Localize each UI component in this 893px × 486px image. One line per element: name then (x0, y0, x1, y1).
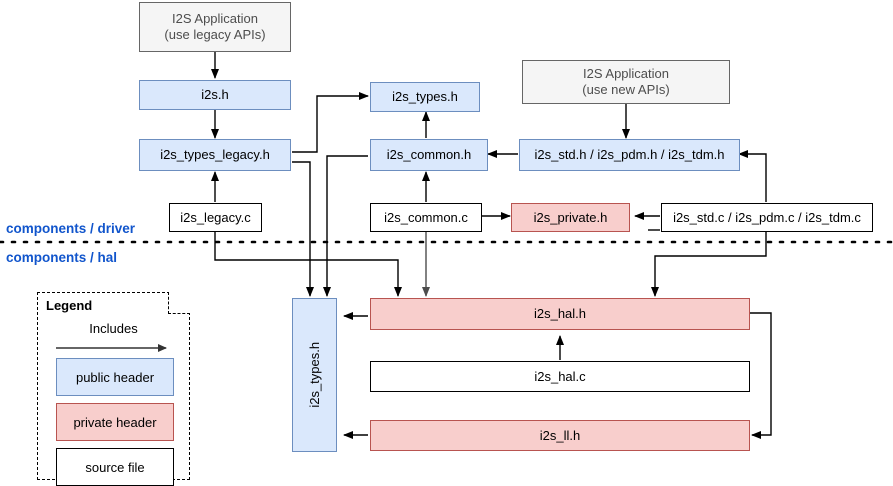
legend-title: Legend (46, 298, 93, 313)
node-i2s-std-pdm-tdm-c[interactable]: i2s_std.c / i2s_pdm.c / i2s_tdm.c (661, 203, 873, 232)
node-i2s-types-h-vertical[interactable]: i2s_types.h (292, 298, 337, 452)
divider-label-hal: components / hal (6, 250, 118, 265)
edge-types-legacy-to-types-vertical (292, 161, 314, 297)
edge-types-legacy-to-types-h (292, 92, 369, 153)
edge-common-h-to-types-vertical (323, 155, 368, 297)
divider-label-driver: components / driver (6, 221, 136, 236)
legend-fold-corner (168, 291, 190, 314)
node-i2s-ll-h[interactable]: i2s_ll.h (370, 420, 750, 451)
legend-includes-arrow-icon (56, 344, 167, 352)
node-i2s-hal-c[interactable]: i2s_hal.c (370, 361, 750, 392)
node-i2s-application-legacy[interactable]: I2S Application (use legacy APIs) (139, 2, 291, 52)
node-i2s-common-h[interactable]: i2s_common.h (370, 139, 488, 171)
edge-legacy-c-to-hal-h (214, 232, 402, 297)
edge-hal-h-to-ll-h (750, 312, 772, 439)
node-i2s-application-new[interactable]: I2S Application (use new APIs) (522, 60, 730, 104)
edge-std-c-to-hal-h (651, 232, 767, 297)
legend-source-file-swatch: source file (56, 448, 174, 486)
legend-public-header-swatch: public header (56, 358, 174, 396)
node-i2s-private-h[interactable]: i2s_private.h (511, 203, 630, 232)
app-new-line1: I2S Application (582, 66, 669, 82)
legend-private-header-swatch: private header (56, 403, 174, 441)
node-i2s-h[interactable]: i2s.h (139, 80, 291, 110)
node-i2s-types-legacy-h[interactable]: i2s_types_legacy.h (139, 139, 291, 171)
node-i2s-legacy-c[interactable]: i2s_legacy.c (169, 203, 262, 232)
node-i2s-common-c[interactable]: i2s_common.c (370, 203, 482, 232)
app-legacy-line1: I2S Application (171, 11, 258, 27)
legend: Legend Includes public header private he… (37, 291, 190, 486)
node-i2s-std-pdm-tdm-h[interactable]: i2s_std.h / i2s_pdm.h / i2s_tdm.h (519, 139, 740, 171)
i2s-types-h-vertical-label: i2s_types.h (306, 342, 322, 408)
app-new-line2: (use new APIs) (582, 82, 670, 97)
edge-std-c-to-std-h (738, 150, 767, 202)
legend-includes-label: Includes (89, 321, 138, 336)
node-i2s-types-h[interactable]: i2s_types.h (370, 82, 480, 112)
node-i2s-hal-h[interactable]: i2s_hal.h (370, 298, 750, 330)
app-legacy-line2: (use legacy APIs) (164, 27, 266, 42)
